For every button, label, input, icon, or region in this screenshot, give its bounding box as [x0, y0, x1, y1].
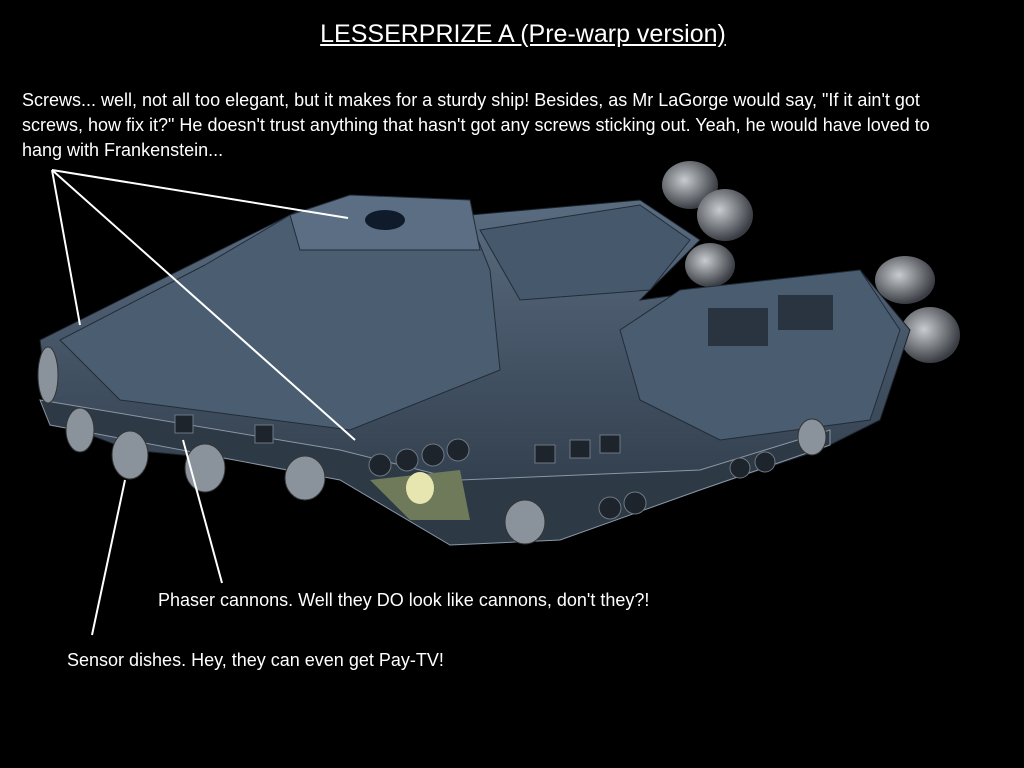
- callout-lines: [51, 169, 356, 636]
- hull: [39, 194, 911, 546]
- sensor-dishes: [37, 346, 827, 545]
- screws-annotation: Screws... well, not all too elegant, but…: [22, 90, 930, 160]
- sensor-annotation: Sensor dishes. Hey, they can even get Pa…: [67, 650, 444, 670]
- page-title: LESSERPRIZE A (Pre-warp version): [320, 20, 726, 48]
- phaser-cannons: [174, 414, 776, 520]
- phaser-annotation: Phaser cannons. Well they DO look like c…: [158, 590, 650, 610]
- engine-nozzles: [662, 161, 960, 363]
